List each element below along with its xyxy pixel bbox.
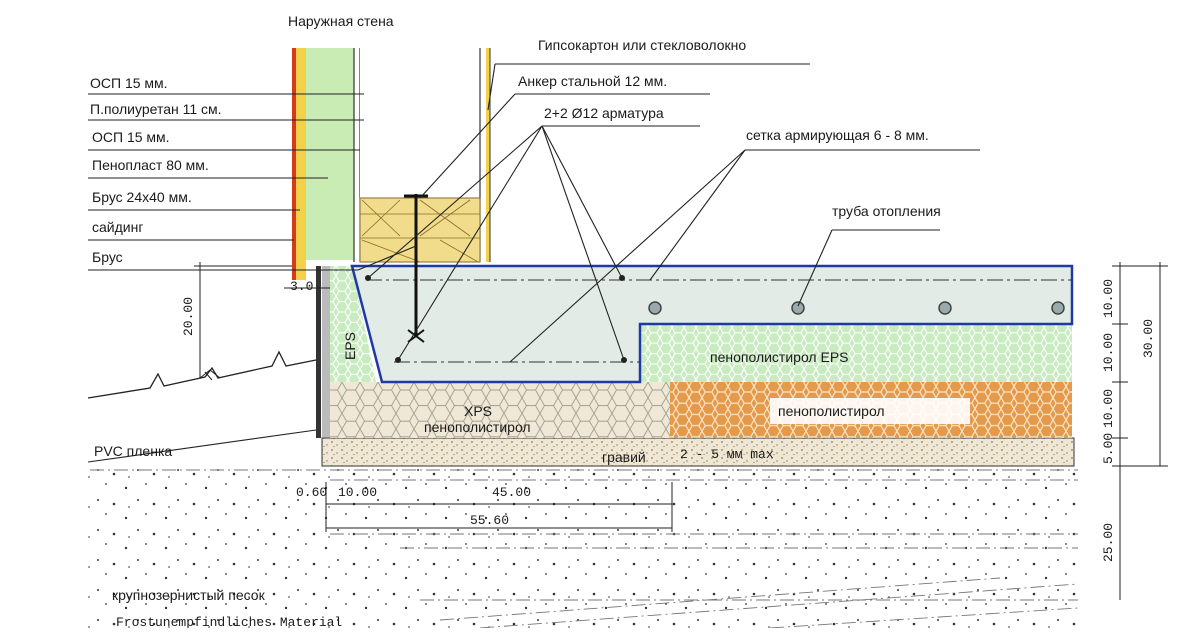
concrete-slab xyxy=(350,264,1074,384)
gravel-label: гравий xyxy=(602,449,646,465)
drywall-label: Гипсокартон или стекловолокно xyxy=(538,37,746,53)
eps-layer-label: пенополистирол EPS xyxy=(710,349,849,365)
batten-layer xyxy=(296,48,306,280)
dim-5560: 55.60 xyxy=(470,513,509,528)
foam-layer xyxy=(306,48,354,260)
dim-r5: 25.00 xyxy=(1101,523,1116,562)
xps-layer-label: пенополистирол xyxy=(424,419,531,435)
dim-r1: 10.00 xyxy=(1101,279,1116,318)
siding-layer xyxy=(292,48,296,280)
dim-060: 0.60 xyxy=(296,485,327,500)
dim-4500: 45.00 xyxy=(492,485,531,500)
pvc-film xyxy=(316,266,321,438)
dim-20: 20.00 xyxy=(181,297,196,336)
mesh-label: сетка армирующая 6 - 8 мм. xyxy=(746,127,929,143)
heating-pipe-label: труба отопления xyxy=(832,203,941,219)
polyurethane-layer xyxy=(360,48,480,198)
eps-vertical-label: EPS xyxy=(342,332,358,360)
siding-label: сайдинг xyxy=(92,219,143,235)
wall-title-label: Наружная стена xyxy=(288,13,394,29)
dim-total: 30.00 xyxy=(1141,319,1156,358)
batten-label: Брус 24х40 мм. xyxy=(92,189,192,205)
xps-label: XPS xyxy=(464,403,492,419)
dim-1000: 10.00 xyxy=(338,485,377,500)
frost-label: Frostunempfindliches Material xyxy=(116,615,342,628)
ground-profile xyxy=(87,350,317,399)
dimension-lines xyxy=(194,262,1168,600)
rebar-label: 2+2 Ø12 арматура xyxy=(544,105,664,121)
exterior-wall xyxy=(292,48,491,280)
dim-3: 3.0 xyxy=(290,279,313,294)
polyurethane-label: П.полиуретан 11 см. xyxy=(90,101,222,117)
dim-r4: 5.00 xyxy=(1101,433,1116,464)
steel-anchor xyxy=(404,194,428,343)
foam80-label: Пенопласт 80 мм. xyxy=(92,157,209,173)
pvc-label: PVC пленка xyxy=(94,443,172,459)
gravel-layer xyxy=(321,437,1075,467)
anchor-label: Анкер стальной 12 мм. xyxy=(518,73,667,89)
osb2-label: ОСП 15 мм. xyxy=(92,129,170,145)
leader-lines xyxy=(87,63,980,463)
coarse-sand-fill xyxy=(88,466,1078,628)
dim-r2: 10.00 xyxy=(1101,333,1116,372)
orange-eps-label: пенополистирол xyxy=(778,403,885,419)
osb1-label: ОСП 15 мм. xyxy=(90,75,168,91)
dim-r3: 10.00 xyxy=(1101,389,1116,428)
beam-label: Брус xyxy=(92,249,123,265)
gravel-size-label: 2 - 5 мм max xyxy=(680,447,774,462)
sand-label: крупнозернистый песок xyxy=(112,587,266,603)
sand-hatching xyxy=(90,469,1079,629)
heating-pipes xyxy=(648,301,1065,315)
